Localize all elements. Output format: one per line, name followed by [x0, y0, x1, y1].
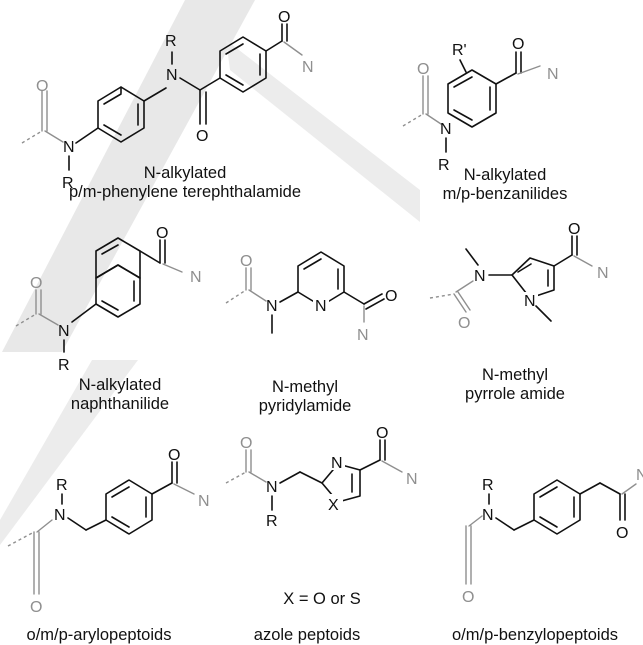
caption-naphthanilide: N-alkylated naphthanilide	[40, 376, 200, 414]
caption-benzanilides: N-alkylated m/p-benzanilides	[420, 166, 590, 204]
atom-N: N	[440, 121, 452, 138]
caption-line1: N-methyl	[481, 366, 548, 384]
atom-N: N	[198, 493, 210, 510]
structure-azole-peptoid: O N R N X O N	[225, 425, 418, 530]
atom-R: R	[56, 477, 68, 494]
atom-N: N	[406, 471, 418, 488]
structure-naphthanilide: O N R O N	[15, 225, 202, 374]
atom-N: N	[547, 66, 559, 83]
atom-O: O	[568, 221, 580, 238]
atom-O: O	[168, 447, 180, 464]
atom-N: N	[474, 268, 486, 285]
atom-O: O	[616, 525, 628, 542]
caption-line2: naphthanilide	[70, 395, 170, 413]
caption-terephthalamide: N-alkylated p/m-phenylene terephthalamid…	[20, 164, 350, 202]
atom-N: N	[315, 298, 327, 315]
atom-N: N	[266, 298, 278, 315]
atom-O: O	[512, 36, 524, 53]
atom-R: R	[62, 175, 74, 192]
structure-benzanilide: O N R R' O N	[402, 36, 559, 174]
caption-benzylopeptoids: o/m/p-benzylopeptoids	[451, 626, 618, 644]
caption-line2: pyrrole amide	[465, 385, 565, 403]
atom-R: R	[438, 157, 450, 174]
atom-O: O	[196, 128, 208, 145]
atom-N: N	[482, 507, 494, 524]
atom-N: N	[331, 455, 343, 472]
atom-R: R	[482, 477, 494, 494]
watermark-stroke-1	[2, 0, 255, 352]
atom-O: O	[30, 599, 42, 616]
atom-O: O	[417, 61, 429, 78]
watermark-stroke-3	[0, 360, 138, 545]
atom-N: N	[58, 323, 70, 340]
atom-N: N	[190, 269, 202, 286]
caption-line1: N-alkylated	[463, 166, 547, 184]
caption-pyridylamide: N-methyl pyridylamide	[240, 378, 370, 416]
caption-azole-peptoids: azole peptoids	[253, 626, 361, 644]
caption-line1: N-methyl	[271, 378, 338, 396]
atom-N: N	[54, 507, 66, 524]
atom-O: O	[376, 425, 388, 442]
structure-arylopeptoid: O N R O N	[7, 447, 210, 616]
atom-O: O	[462, 589, 474, 606]
atom-R: R	[266, 513, 278, 530]
atom-O: O	[240, 253, 252, 270]
note-x-definition: X = O or S	[283, 590, 361, 608]
atom-O: O	[30, 275, 42, 292]
atom-N: N	[302, 59, 314, 76]
caption-line2: pyridylamide	[258, 397, 352, 415]
atom-N: N	[524, 293, 536, 310]
watermark-stroke-2	[226, 40, 420, 222]
caption-line1: N-alkylated	[143, 164, 227, 182]
atom-N: N	[357, 327, 369, 344]
atom-O: O	[36, 78, 48, 95]
caption-pyrrole-amide: N-methyl pyrrole amide	[440, 366, 590, 404]
atom-O: O	[458, 315, 470, 332]
atom-N: N	[597, 265, 609, 282]
caption-arylopeptoids: o/m/p-arylopeptoids	[26, 626, 172, 644]
structure-benzylopeptoid: O N R O N	[462, 467, 643, 606]
structure-pyrrole: O N N O N	[429, 221, 609, 332]
atom-O: O	[240, 435, 252, 452]
atom-O: O	[156, 225, 168, 242]
atom-N: N	[63, 139, 75, 156]
caption-line2: m/p-benzanilides	[442, 185, 568, 203]
atom-R: R	[165, 33, 177, 50]
atom-O: O	[385, 288, 397, 305]
caption-line1: N-alkylated	[78, 376, 162, 394]
structure-terephthalamide: O N R N R O O N	[21, 9, 314, 192]
atom-X: X	[328, 497, 339, 514]
atom-R-prime: R'	[452, 42, 467, 59]
atom-N: N	[166, 67, 178, 84]
atom-N: N	[266, 479, 278, 496]
caption-line2: p/m-phenylene terephthalamide	[68, 183, 302, 201]
structure-pyridylamide: O N N O N	[225, 251, 397, 344]
atom-R: R	[58, 357, 70, 374]
atom-O: O	[278, 9, 290, 26]
atom-N: N	[636, 467, 643, 484]
